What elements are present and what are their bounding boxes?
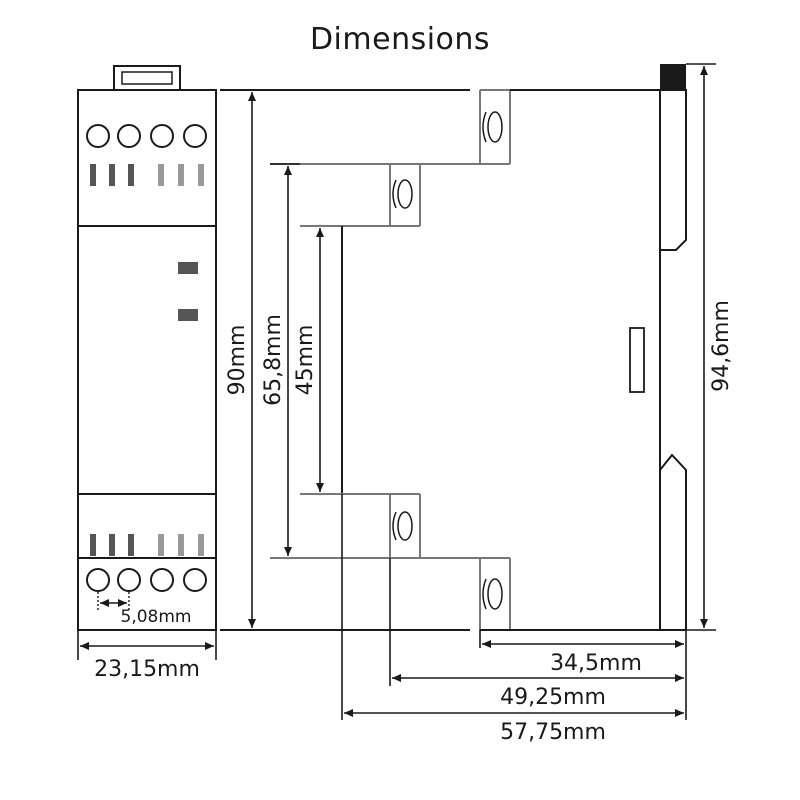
side-screws: [392, 111, 503, 610]
led-indicator: [178, 262, 198, 274]
height-body-label: 90mm: [225, 325, 250, 396]
depth-3-label: 57,75mm: [500, 720, 606, 745]
screw-terminal: [150, 124, 174, 148]
terminal-slots-top: [90, 164, 204, 186]
top-latch: [113, 65, 181, 90]
screw-terminal: [183, 124, 207, 148]
screw-terminal: [183, 568, 207, 592]
din-rail-clip: [659, 89, 687, 631]
width-front-dimension: [77, 630, 217, 660]
pitch-label: 5,08mm: [121, 607, 192, 627]
side-view: [220, 89, 687, 631]
diagram-title: Dimensions: [309, 22, 491, 57]
clip-tab: [660, 64, 686, 90]
depth-2-label: 49,25mm: [500, 685, 606, 710]
terminal-slots-bottom: [90, 534, 204, 556]
led-indicator: [178, 309, 198, 321]
height-total-label: 94,6mm: [709, 300, 734, 392]
screw-terminal: [86, 568, 110, 592]
screw-terminal: [117, 124, 141, 148]
height-dimensions: [248, 63, 716, 631]
pitch-dimension: [97, 592, 130, 612]
release-slot: [629, 327, 645, 393]
depth-1-label: 34,5mm: [550, 651, 642, 676]
top-latch-slot: [121, 71, 173, 85]
width-front-label: 23,15mm: [94, 657, 200, 682]
screw-terminal: [117, 568, 141, 592]
front-view: [77, 65, 217, 631]
height-clip-outer-label: 65,8mm: [261, 314, 286, 406]
front-housing: [77, 89, 217, 631]
depth-dimensions: [341, 494, 687, 720]
height-clip-inner-label: 45mm: [293, 325, 318, 396]
screw-terminal: [150, 568, 174, 592]
screw-terminal: [86, 124, 110, 148]
